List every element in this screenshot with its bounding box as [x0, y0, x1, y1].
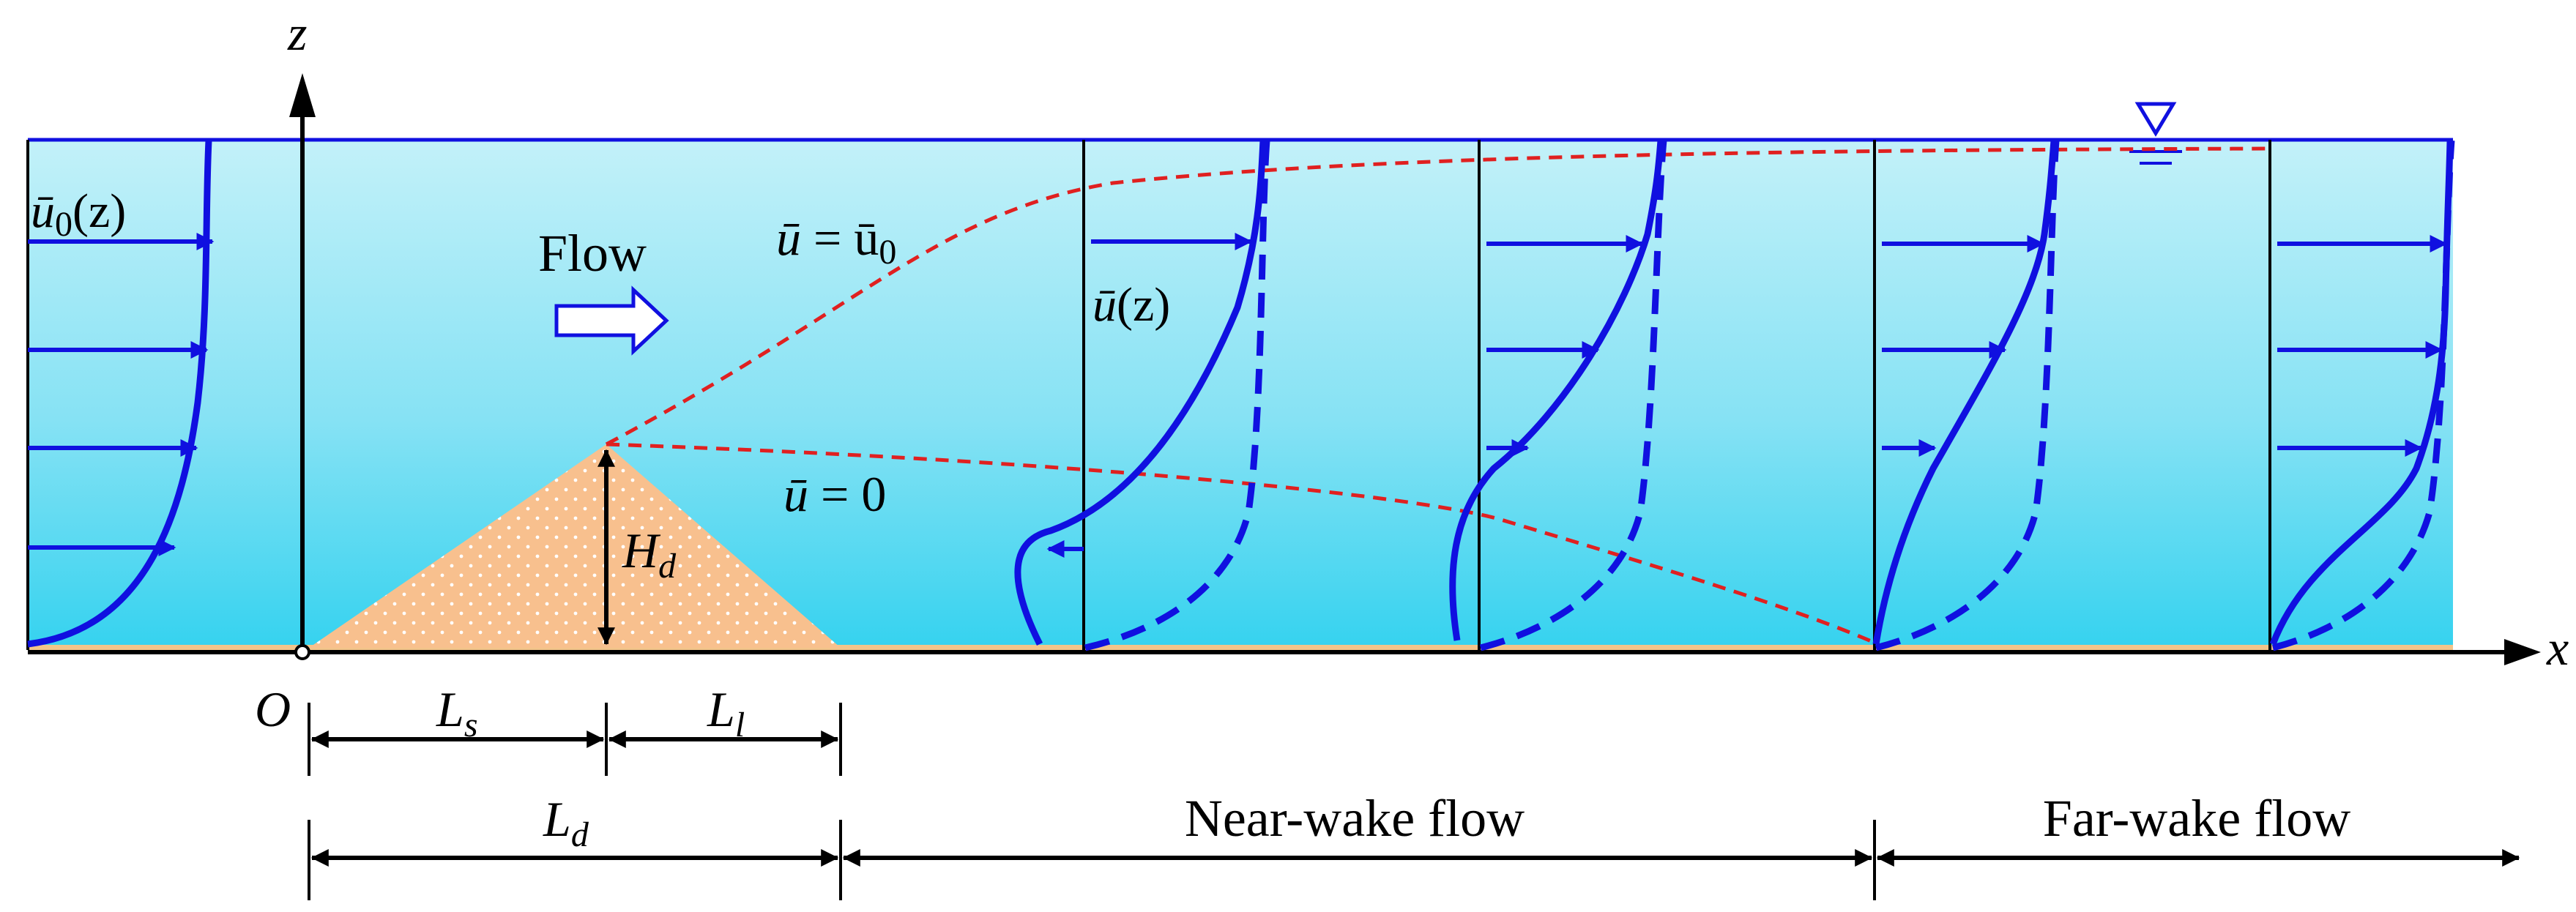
station-lines: [26, 140, 2271, 650]
inflow-label: ū0(z): [31, 184, 126, 244]
origin-label: O: [255, 681, 291, 737]
dune-height-label: Hd: [622, 523, 677, 586]
profile-station-4: [2269, 140, 2455, 651]
far-wake-label: Far-wake flow: [2043, 789, 2350, 848]
inflow-profile: [27, 140, 215, 648]
near-wake-label: Near-wake flow: [1185, 789, 1525, 848]
outer-boundary-curve: [605, 146, 2271, 446]
outer-boundary-label: ū = ū0: [776, 210, 896, 272]
x-axis-arrowhead: [2504, 639, 2541, 665]
inner-boundary-curve: [606, 442, 1875, 645]
flow-arrow-icon: [554, 285, 669, 356]
profile-station-1: [1014, 140, 1270, 651]
water-surface-icon: [2129, 102, 2182, 165]
water-body: [28, 139, 2453, 649]
x-axis-label: x: [2546, 620, 2569, 676]
lee-length-label: Ll: [707, 681, 745, 744]
z-axis-label: z: [287, 5, 307, 61]
bed-strip: [28, 645, 2453, 651]
dune: [309, 444, 841, 648]
dune-length-label: Ld: [543, 791, 589, 854]
dimension-ticks: [308, 703, 1876, 900]
profile-station-3: [1872, 140, 2060, 651]
flow-label: Flow: [538, 224, 647, 283]
profile-station-2: [1449, 140, 1667, 651]
profile-label: ū(z): [1092, 278, 1170, 332]
inner-boundary-label: ū = 0: [783, 466, 886, 522]
z-axis-arrowhead: [289, 73, 316, 117]
stoss-length-label: Ls: [436, 681, 478, 744]
origin-point: [294, 644, 310, 660]
